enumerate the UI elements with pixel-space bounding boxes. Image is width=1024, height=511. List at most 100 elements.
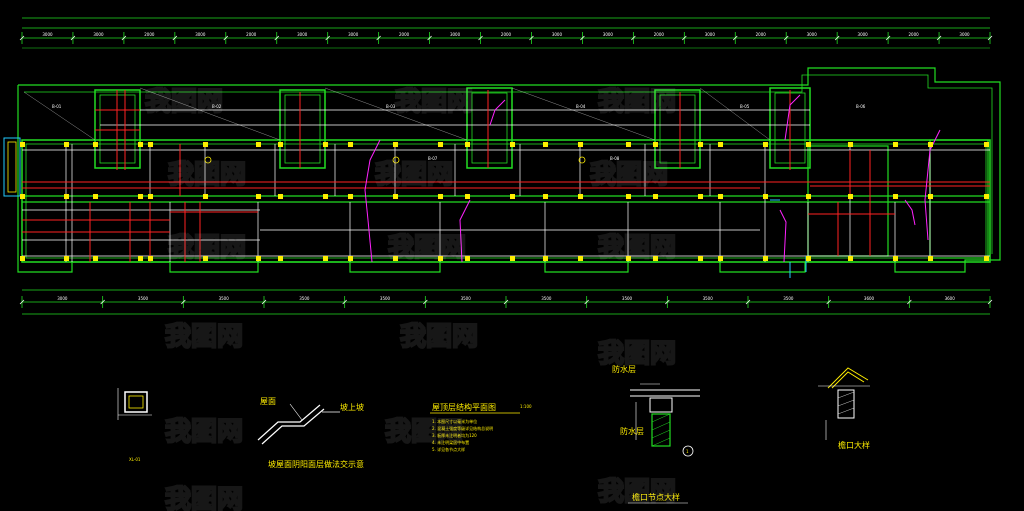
column-marker — [323, 194, 328, 199]
plan-title: 屋顶层结构平面图 — [432, 402, 496, 412]
column-marker — [20, 256, 25, 261]
column-marker — [393, 256, 398, 261]
dimension-slash — [19, 299, 25, 305]
dimension-slash — [376, 35, 381, 41]
detail-c-eave: 1 防水层 防水层 檐口节点大样 — [612, 364, 700, 504]
column-marker — [984, 194, 989, 199]
dimension-slash — [834, 35, 840, 41]
detail-d-caption: 檐口大样 — [838, 440, 870, 450]
column-marker — [718, 142, 723, 147]
dimension-label: 3000 — [195, 32, 206, 37]
column-marker — [984, 142, 989, 147]
column-marker — [653, 194, 658, 199]
column-marker — [510, 256, 515, 261]
column-marker — [848, 256, 853, 261]
dimension-label: 3000 — [348, 32, 359, 37]
dimension-slash — [936, 35, 942, 41]
dimension-slash — [826, 299, 831, 305]
note-line: 5. 详见各节点大样 — [432, 446, 465, 452]
dimension-label: 3500 — [380, 296, 391, 301]
column-marker — [698, 194, 703, 199]
dimension-label: 3500 — [541, 296, 552, 301]
column-marker — [465, 142, 470, 147]
dimension-slash — [745, 299, 751, 305]
column-marker — [578, 194, 583, 199]
room-label: B-04 — [576, 104, 586, 109]
dimension-slash — [342, 299, 347, 305]
dimension-slash — [223, 35, 229, 41]
column-marker — [653, 256, 658, 261]
column-marker — [718, 256, 723, 261]
dimension-slash — [631, 35, 636, 41]
dimension-label: 2000 — [144, 32, 155, 37]
dimension-slash — [423, 299, 428, 305]
watermark-logo: 我图网 — [168, 233, 246, 263]
dimension-slash — [100, 299, 105, 305]
column-marker — [543, 142, 548, 147]
dimension-label: 3500 — [461, 296, 472, 301]
watermark-logo: 我图网 — [165, 417, 243, 447]
column-marker — [393, 142, 398, 147]
dimension-slash — [503, 299, 509, 305]
watermark-logo: 我图网 — [590, 160, 668, 190]
detail-b-title: 屋面 — [260, 397, 276, 406]
dimension-label: 3000 — [93, 32, 104, 37]
room-label: B-02 — [212, 104, 222, 109]
bottom-dimension-ticks — [19, 296, 993, 308]
column-marker — [348, 194, 353, 199]
dimension-label: 2000 — [399, 32, 410, 37]
structural-columns — [20, 142, 989, 261]
watermark-logo: 我图网 — [168, 160, 246, 190]
dimension-slash — [274, 35, 280, 41]
column-marker — [138, 142, 143, 147]
dimension-slash — [427, 35, 432, 41]
column-marker — [64, 194, 69, 199]
column-marker — [203, 142, 208, 147]
column-marker — [928, 142, 933, 147]
watermark-logo: 我图网 — [598, 339, 676, 369]
dimension-slash — [529, 35, 534, 41]
column-marker — [93, 194, 98, 199]
watermark-logo: 我图网 — [165, 322, 243, 352]
column-marker — [653, 142, 658, 147]
room-label: B-08 — [610, 156, 620, 161]
note-line: 3. 板厚未注明者均为120 — [432, 432, 477, 438]
room-label: B-01 — [52, 104, 62, 109]
detail-b-roof-slope: 屋面 坡上坡 坡屋面阴阳面层做法交示意 — [257, 397, 364, 469]
detail-c-marker: 1 — [686, 449, 689, 454]
column-marker — [64, 256, 69, 261]
dimension-label: 3500 — [703, 296, 714, 301]
column-marker — [438, 194, 443, 199]
dimension-slash — [121, 35, 127, 41]
column-marker — [578, 256, 583, 261]
dimension-slash — [325, 35, 330, 41]
detail-d-eave: 檐口大样 — [818, 367, 870, 450]
column-marker — [278, 194, 283, 199]
dimension-slash — [70, 35, 76, 41]
detail-b-label: 坡上坡 — [340, 402, 364, 412]
dimension-label: 2000 — [654, 32, 665, 37]
dimension-slash — [580, 35, 585, 41]
room-label: B-03 — [386, 104, 396, 109]
watermarks: 我图网 我图网 我图网 我图网 我图网 我图网 我图网 我图网 我图网 我图网 … — [144, 86, 677, 511]
dimension-slash — [19, 35, 25, 41]
column-marker — [718, 194, 723, 199]
column-marker — [698, 142, 703, 147]
column-marker — [138, 256, 143, 261]
watermark-logo: 我图网 — [388, 233, 466, 263]
column-marker — [438, 142, 443, 147]
dimension-label: 3000 — [57, 296, 68, 301]
detail-c-sublabel: 防水层 — [620, 426, 644, 436]
column-marker — [203, 256, 208, 261]
dimension-label: 3500 — [622, 296, 633, 301]
top-dimension-ticks — [19, 32, 993, 44]
plan-notes: 屋顶层结构平面图 1:100 1. 本图尺寸以毫米为单位 2. 混凝土强度等级详… — [430, 402, 532, 452]
dimension-slash — [987, 35, 993, 41]
column-marker — [806, 142, 811, 147]
watermark-logo: 我图网 — [598, 477, 676, 507]
dimension-label: 3000 — [705, 32, 716, 37]
room-label: B-07 — [428, 156, 438, 161]
watermark-logo: 我图网 — [395, 87, 473, 117]
